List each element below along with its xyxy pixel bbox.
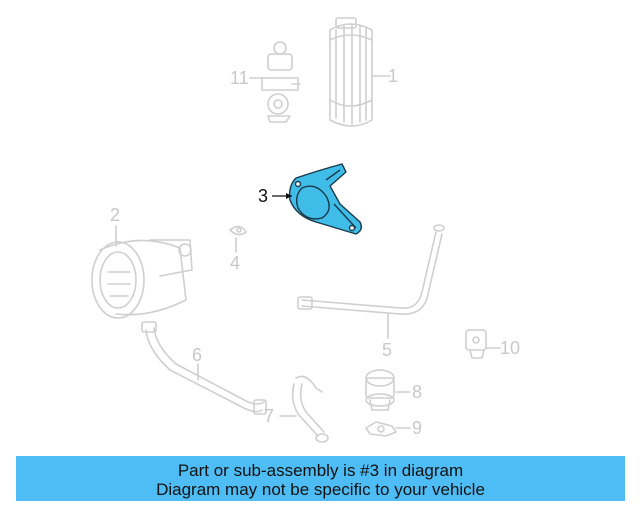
part-9-gasket	[365, 421, 397, 437]
callout-8: 8	[412, 382, 423, 402]
caption-bar: Part or sub-assembly is #3 in diagram Di…	[16, 456, 625, 501]
callout-1: 1	[388, 66, 399, 86]
caption-line-2: Diagram may not be specific to your vehi…	[156, 480, 485, 499]
callout-2: 2	[110, 205, 121, 225]
callout-5: 5	[382, 340, 393, 360]
part-10-sensor	[465, 329, 487, 359]
parts-diagram	[91, 17, 501, 443]
callout-11: 11	[230, 68, 249, 88]
part-6-hose	[141, 321, 267, 415]
part-4-gasket	[229, 225, 247, 236]
callout-6: 6	[192, 345, 203, 365]
callout-7: 7	[264, 406, 275, 426]
part-3-bracket-highlighted	[288, 163, 363, 235]
caption-line-1: Part or sub-assembly is #3 in diagram	[177, 461, 464, 480]
part-8-check-valve	[365, 369, 395, 411]
callout-9: 9	[412, 418, 423, 438]
callout-4: 4	[230, 253, 241, 273]
part-7-pipe	[291, 375, 329, 443]
part-2-air-pump	[91, 239, 193, 319]
part-11-valve	[261, 41, 301, 123]
callout-3: 3	[258, 186, 269, 206]
part-1-canister	[329, 17, 373, 127]
leader-3-arrowhead	[286, 193, 292, 199]
callout-10: 10	[500, 338, 521, 358]
part-5-hose	[297, 224, 445, 315]
